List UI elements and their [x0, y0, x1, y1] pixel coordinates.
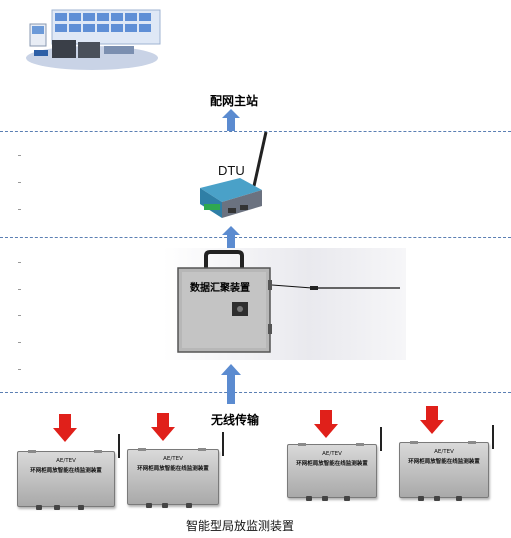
- device-line2: 环网柜局放智能在线监测装置: [137, 466, 209, 472]
- divider-line: [0, 392, 511, 393]
- antenna-cable: [271, 280, 402, 300]
- margin-tick: [18, 262, 21, 263]
- aggregator-device: [176, 250, 274, 356]
- wireless-label: 无线传输: [211, 413, 260, 427]
- pd-monitor-device: AE/TEV 环网柜局放智能在线监测装置: [17, 434, 120, 510]
- device-group-caption: 智能型局放监测装置: [186, 519, 295, 533]
- down-arrow-icon: [314, 410, 338, 442]
- pd-monitor-device: AE/TEV 环网柜局放智能在线监测装置: [127, 432, 224, 508]
- down-arrow-icon: [420, 406, 444, 438]
- down-arrow-icon: [151, 413, 175, 445]
- pd-monitor-device: AE/TEV 环网柜局放智能在线监测装置: [287, 427, 382, 501]
- up-arrow-icon: [221, 364, 241, 408]
- device-line1: AE/TEV: [56, 458, 76, 464]
- margin-tick: [18, 182, 21, 183]
- device-line1: AE/TEV: [434, 449, 454, 455]
- margin-tick: [18, 209, 21, 210]
- down-arrow-icon: [53, 414, 77, 446]
- control-center-image: [22, 6, 162, 72]
- divider-line: [0, 131, 511, 132]
- margin-tick: [18, 315, 21, 316]
- device-line2: 环网柜局放智能在线监测装置: [30, 468, 102, 474]
- margin-tick: [18, 155, 21, 156]
- dtu-device-image: [194, 128, 270, 224]
- aggregator-label: 数据汇聚装置: [190, 283, 250, 294]
- device-line1: AE/TEV: [322, 451, 342, 457]
- divider-line: [0, 237, 511, 238]
- pd-monitor-device: AE/TEV 环网柜局放智能在线监测装置: [399, 425, 494, 501]
- margin-tick: [18, 289, 21, 290]
- master-station-label: 配网主站: [210, 94, 259, 108]
- dtu-label: DTU: [218, 163, 245, 178]
- device-line1: AE/TEV: [163, 456, 183, 462]
- up-arrow-icon: [222, 109, 240, 135]
- device-line2: 环网柜局放智能在线监测装置: [296, 461, 368, 467]
- device-line2: 环网柜局放智能在线监测装置: [408, 459, 480, 465]
- up-arrow-icon: [222, 226, 240, 252]
- margin-tick: [18, 342, 21, 343]
- margin-tick: [18, 369, 21, 370]
